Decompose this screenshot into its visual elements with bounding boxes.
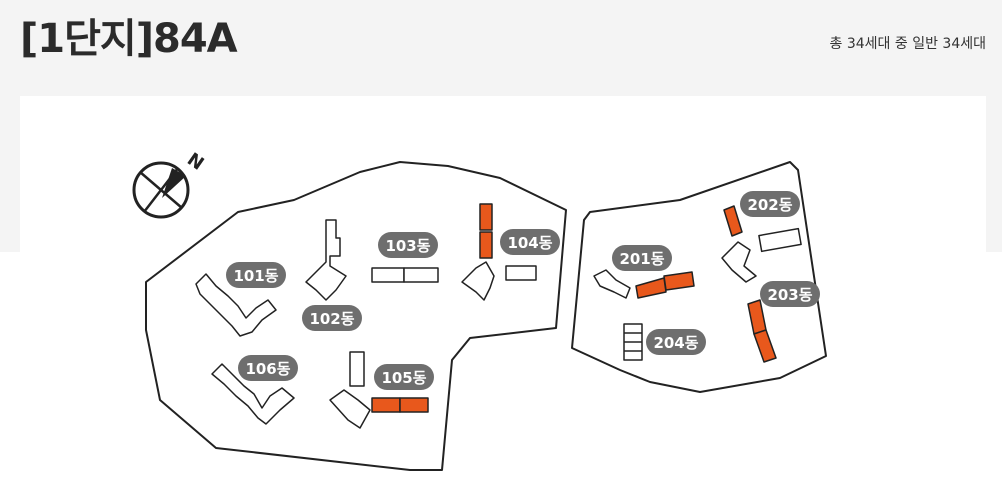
building-label-203[interactable]: 203동 (760, 281, 820, 307)
building-footprint-104-wing (461, 261, 537, 301)
svg-text:103동: 103동 (385, 237, 430, 255)
svg-text:203동: 203동 (767, 286, 812, 304)
building-label-104[interactable]: 104동 (500, 229, 560, 255)
building-label-102[interactable]: 102동 (302, 305, 362, 331)
north-arrow-icon (162, 168, 186, 198)
building-footprint-105-highlight (371, 397, 429, 413)
building-label-105[interactable]: 105동 (374, 364, 434, 390)
building-footprint-102 (305, 219, 347, 301)
building-label-202[interactable]: 202동 (740, 191, 800, 217)
building-footprint-105-wing (329, 351, 371, 429)
building-label-204[interactable]: 204동 (646, 329, 706, 355)
building-footprint-101 (195, 273, 277, 337)
svg-text:106동: 106동 (245, 360, 290, 378)
compass-north-label: N (183, 149, 207, 175)
svg-text:105동: 105동 (381, 369, 426, 387)
building-label-106[interactable]: 106동 (238, 355, 298, 381)
building-labels: 101동 102동 103동 104동 105동 106동 201동 202동 (226, 191, 820, 390)
svg-text:104동: 104동 (507, 234, 552, 252)
building-footprint-201-wing (593, 269, 631, 299)
svg-text:101동: 101동 (233, 267, 278, 285)
compass: N (132, 149, 208, 219)
building-footprint-104-highlight (479, 203, 493, 259)
building-footprint-103 (371, 267, 439, 283)
building-footprint-203-highlight (747, 299, 777, 363)
svg-text:204동: 204동 (653, 334, 698, 352)
svg-text:102동: 102동 (309, 310, 354, 328)
building-label-201[interactable]: 201동 (612, 245, 672, 271)
household-summary: 총 34세대 중 일반 34세대 (829, 36, 986, 52)
compass-circle-icon (132, 161, 190, 219)
building-label-101[interactable]: 101동 (226, 262, 286, 288)
building-footprint-201-highlight (635, 271, 695, 299)
building-footprint-106 (211, 363, 295, 425)
building-footprint-202-highlight (723, 205, 743, 237)
building-footprint-204 (623, 323, 643, 361)
building-footprint-202-wing (721, 227, 802, 283)
svg-text:202동: 202동 (747, 196, 792, 214)
page-title: [1단지]84A (20, 16, 238, 62)
svg-text:201동: 201동 (619, 250, 664, 268)
building-label-103[interactable]: 103동 (378, 232, 438, 258)
